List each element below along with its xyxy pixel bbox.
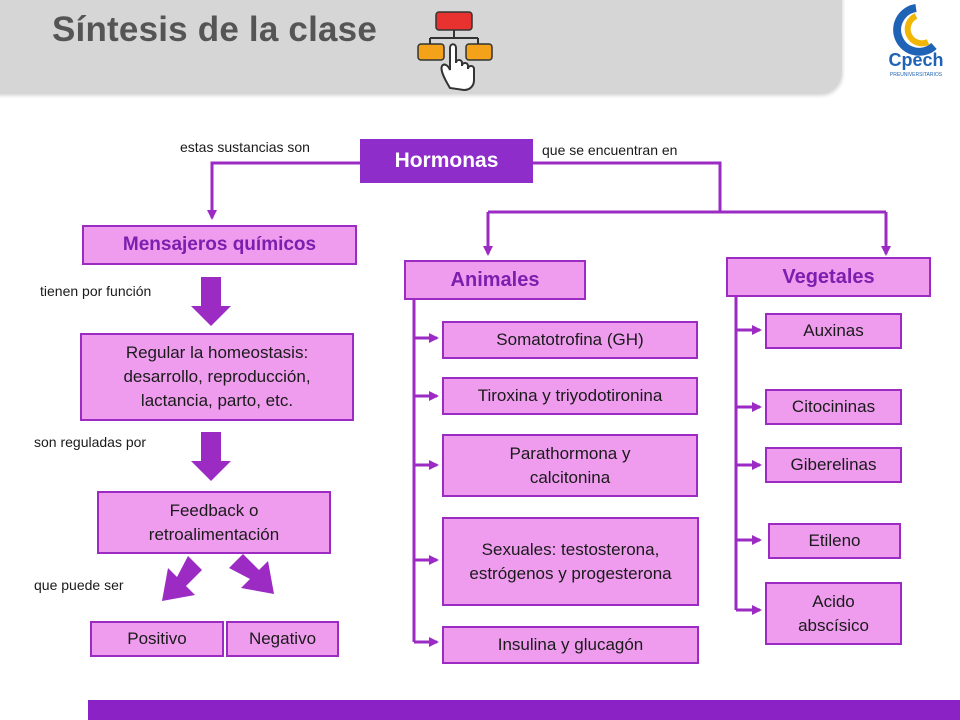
edge-label-reguladas: son reguladas por bbox=[34, 434, 147, 450]
node-citocininas: Citocininas bbox=[765, 389, 902, 425]
page-title: Síntesis de la clase bbox=[52, 10, 378, 49]
node-insulina: Insulina y glucagón bbox=[442, 626, 699, 664]
edge-label-funcion: tienen por función bbox=[40, 283, 152, 299]
edge-label-puede-ser: que puede ser bbox=[34, 577, 124, 593]
edge-label-encuentran: que se encuentran en bbox=[542, 142, 678, 158]
footer-bar bbox=[88, 700, 960, 720]
node-negativo: Negativo bbox=[226, 621, 339, 657]
node-tiroxina: Tiroxina y triyodotironina bbox=[442, 377, 698, 415]
edge-label-sustancias: estas sustancias son bbox=[180, 139, 310, 155]
node-regular-homeostasis: Regular la homeostasis: desarrollo, repr… bbox=[80, 333, 354, 421]
logo-subtext: PREUNIVERSITARIOS bbox=[890, 72, 943, 78]
node-auxinas: Auxinas bbox=[765, 313, 902, 349]
cpech-logo-icon: Cpech PREUNIVERSITARIOS bbox=[888, 4, 944, 78]
node-feedback: Feedback o retroalimentación bbox=[97, 491, 331, 554]
flowchart-hand-icon bbox=[417, 11, 493, 92]
node-parathormona: Parathormona y calcitonina bbox=[442, 434, 698, 497]
node-animales: Animales bbox=[404, 260, 586, 300]
node-somatotrofina: Somatotrofina (GH) bbox=[442, 321, 698, 359]
node-positivo: Positivo bbox=[90, 621, 224, 657]
node-acido-abscisico: Acido abscísico bbox=[765, 582, 902, 645]
node-sexuales: Sexuales: testosterona, estrógenos y pro… bbox=[442, 517, 699, 606]
node-etileno: Etileno bbox=[768, 523, 901, 559]
node-giberelinas: Giberelinas bbox=[765, 447, 902, 483]
node-hormonas: Hormonas bbox=[360, 139, 533, 183]
node-mensajeros-quimicos: Mensajeros químicos bbox=[82, 225, 357, 265]
logo-text: Cpech bbox=[888, 50, 943, 70]
node-vegetales: Vegetales bbox=[726, 257, 931, 297]
